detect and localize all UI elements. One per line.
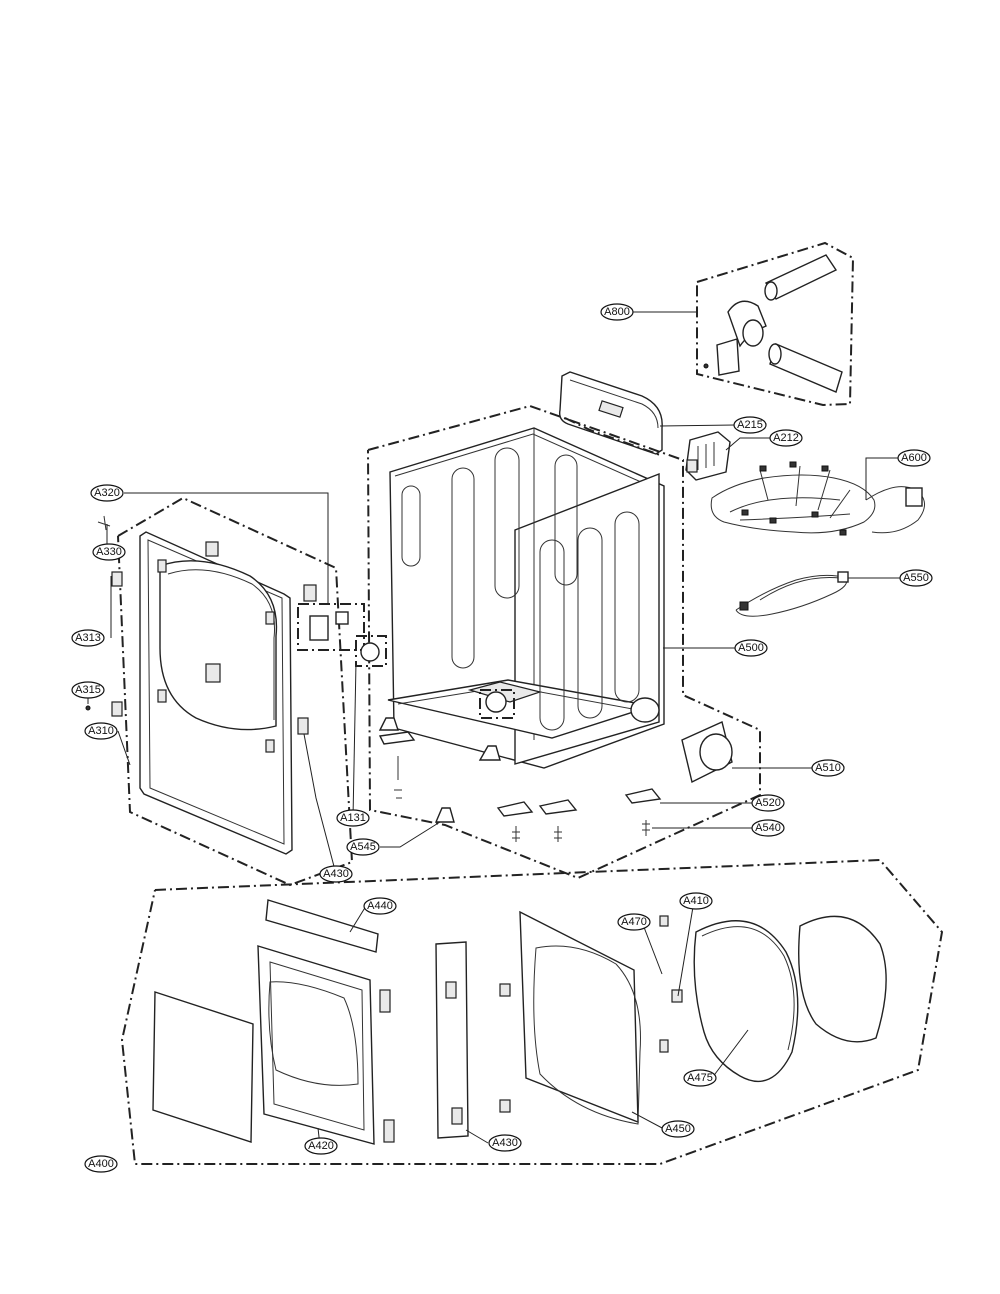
callout-a430-lower-label: A430 xyxy=(492,1137,518,1149)
callout-a470: A470 xyxy=(617,913,651,931)
door-assembly xyxy=(120,858,944,1165)
callout-a430-lower: A430 xyxy=(488,1134,522,1152)
callout-a410-label: A410 xyxy=(683,895,709,907)
callout-a315-label: A315 xyxy=(75,684,101,696)
callout-a320-label: A320 xyxy=(94,487,120,499)
callout-a520-label: A520 xyxy=(755,797,781,809)
leveling-feet xyxy=(378,717,662,842)
power-cord xyxy=(735,571,849,617)
leader-lines xyxy=(87,311,900,1147)
callout-a545-label: A545 xyxy=(350,841,376,853)
callout-a310: A310 xyxy=(84,722,118,740)
callout-a430-upper-label: A430 xyxy=(323,868,349,880)
wire-harness xyxy=(710,461,925,536)
callout-a800: A800 xyxy=(600,303,634,321)
terminal-block xyxy=(685,431,731,481)
callout-a400: A400 xyxy=(84,1155,118,1173)
callout-a430-upper: A430 xyxy=(319,865,353,883)
front-panel-assembly xyxy=(85,496,354,887)
callout-a310-label: A310 xyxy=(88,725,114,737)
callout-a550-label: A550 xyxy=(903,572,929,584)
control-back-panel xyxy=(558,371,663,456)
callout-a315: A315 xyxy=(71,681,105,699)
callout-a450: A450 xyxy=(661,1120,695,1138)
callout-a131-label: A131 xyxy=(340,812,366,824)
callout-a440: A440 xyxy=(363,897,397,915)
callout-a320: A320 xyxy=(90,484,124,502)
exhaust-duct-kit xyxy=(696,241,855,407)
callout-a215-label: A215 xyxy=(737,419,763,431)
callout-a510: A510 xyxy=(811,759,845,777)
callout-a540: A540 xyxy=(751,819,785,837)
callout-a131: A131 xyxy=(336,809,370,827)
exhaust-duct xyxy=(681,721,733,784)
callout-a400-label: A400 xyxy=(88,1158,114,1170)
callout-a215: A215 xyxy=(733,416,767,434)
callout-a800-label: A800 xyxy=(604,306,630,318)
cabinet xyxy=(367,404,761,880)
callout-a475: A475 xyxy=(683,1069,717,1087)
callout-a600-label: A600 xyxy=(901,452,927,464)
callout-a470-label: A470 xyxy=(621,916,647,928)
callout-a330-label: A330 xyxy=(96,546,122,558)
door-switch xyxy=(297,603,387,667)
callout-a440-label: A440 xyxy=(367,900,393,912)
callout-a510-label: A510 xyxy=(815,762,841,774)
callout-a212-label: A212 xyxy=(773,432,799,444)
callout-a475-label: A475 xyxy=(687,1072,713,1084)
callout-a313-label: A313 xyxy=(75,632,101,644)
callout-a410: A410 xyxy=(679,892,713,910)
callout-a420-label: A420 xyxy=(308,1140,334,1152)
callout-a420: A420 xyxy=(304,1137,338,1155)
callout-a450-label: A450 xyxy=(665,1123,691,1135)
callout-a600: A600 xyxy=(897,449,931,467)
callout-a545: A545 xyxy=(346,838,380,856)
callout-a550: A550 xyxy=(899,569,933,587)
callout-a540-label: A540 xyxy=(755,822,781,834)
callout-a313: A313 xyxy=(71,629,105,647)
callout-a330: A330 xyxy=(92,543,126,561)
callout-a500-label: A500 xyxy=(738,642,764,654)
callout-a520: A520 xyxy=(751,794,785,812)
callout-a212: A212 xyxy=(769,429,803,447)
callout-a500: A500 xyxy=(734,639,768,657)
